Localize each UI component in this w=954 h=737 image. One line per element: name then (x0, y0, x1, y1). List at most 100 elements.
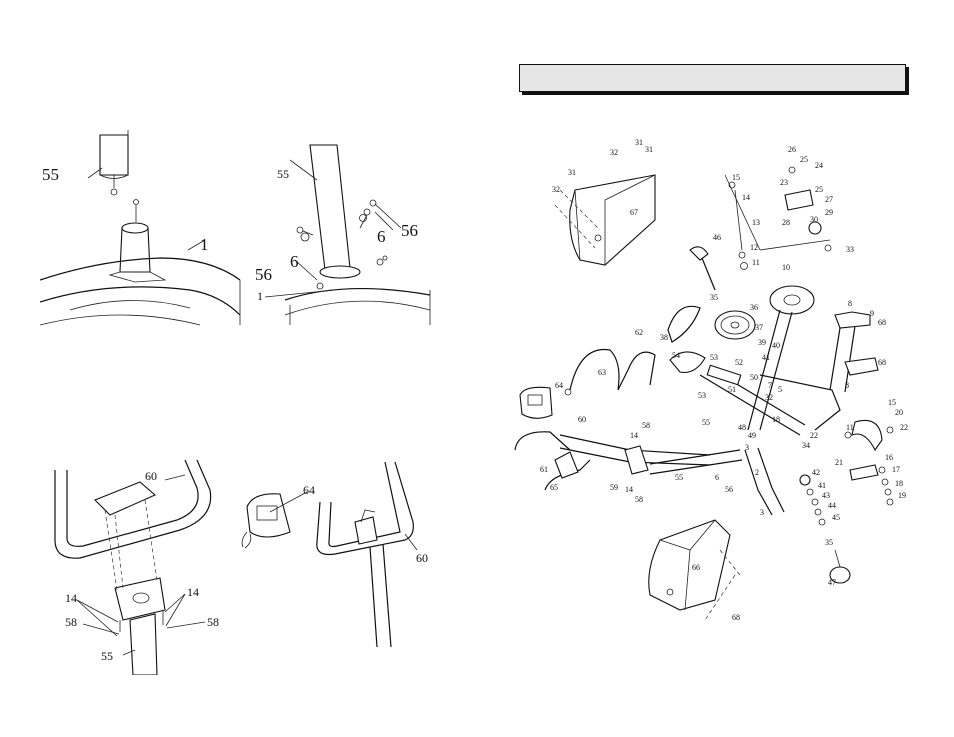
post-insert-drawing: 55 1 (40, 130, 245, 330)
seat-post (310, 145, 350, 270)
part-label: 33 (846, 245, 854, 254)
part-label: 44 (828, 501, 836, 510)
part-label: 14 (742, 193, 750, 202)
part-label: 30 (810, 215, 818, 224)
frame-sleeve (120, 228, 150, 272)
exploded-view-drawing: 31 31 32 31 32 67 26 25 24 23 25 27 28 2… (510, 130, 910, 630)
step2-left-figure: 60 14 58 14 58 55 (45, 460, 245, 675)
handlebar-mount-drawing: 60 14 58 14 58 55 (45, 460, 245, 675)
label-washer-right: 6 (377, 227, 386, 246)
part-label: 48 (738, 423, 746, 432)
part-label: 34 (802, 441, 810, 450)
part-label: 55 (675, 473, 683, 482)
part-label: 58 (635, 495, 643, 504)
part-label: 39 (758, 338, 766, 347)
seat-post-upper (100, 135, 128, 175)
part-label: 3 (760, 508, 764, 517)
part-label: 54 (672, 351, 680, 360)
seat-post (130, 614, 157, 675)
part-label: 22 (810, 431, 818, 440)
part-label: 16 (885, 453, 893, 462)
part-label: 51 (728, 385, 736, 394)
part-label: 45 (832, 513, 840, 522)
part-label: 42 (812, 468, 820, 477)
part-label: 53 (698, 391, 706, 400)
part-label: 43 (822, 491, 830, 500)
rear-stabilizer (852, 420, 882, 450)
part-label: 6 (715, 473, 719, 482)
label-washer-left: 6 (290, 252, 299, 271)
part-label: 27 (825, 195, 833, 204)
console (520, 387, 552, 418)
part-label: 25 (800, 155, 808, 164)
console-unit (247, 494, 290, 537)
part-label: 18 (895, 479, 903, 488)
part-label: 18 (772, 415, 780, 424)
part-label: 67 (630, 208, 638, 217)
part-label: 61 (540, 465, 548, 474)
part-label: 14 (625, 485, 633, 494)
part-label: 32 (552, 185, 560, 194)
part-label: 37 (755, 323, 763, 332)
part-label: 55 (702, 418, 710, 427)
mount-plate (95, 482, 155, 515)
part-label: 32 (610, 148, 618, 157)
label-post: 55 (277, 167, 289, 181)
label-nut-left: 58 (65, 615, 77, 629)
label-bolt-right: 14 (187, 585, 199, 599)
part-label: 64 (555, 381, 563, 390)
part-label: 62 (635, 328, 643, 337)
part-label: 60 (578, 415, 586, 424)
part-label: 19 (898, 491, 906, 500)
label-console: 64 (303, 483, 315, 497)
exploded-view-figure: 31 31 32 31 32 67 26 25 24 23 25 27 28 2… (510, 130, 910, 630)
handlebar-front (55, 460, 211, 558)
part-label: 35 (710, 293, 718, 302)
part-label: 65 (550, 483, 558, 492)
part-label: 59 (610, 483, 618, 492)
part-label: 29 (825, 208, 833, 217)
part-label: 7 (768, 381, 772, 390)
part-label: 5 (778, 385, 782, 394)
label-bolt-left: 14 (65, 591, 77, 605)
part-label: 15 (888, 398, 896, 407)
part-label: 25 (815, 185, 823, 194)
part-label: 68 (878, 318, 886, 327)
flywheel (770, 286, 814, 314)
part-label: 63 (598, 368, 606, 377)
part-label: 14 (630, 431, 638, 440)
section-title-bar (519, 64, 906, 92)
part-label: 9 (870, 309, 874, 318)
part-label: 23 (780, 178, 788, 187)
step2-right-figure: 64 60 (235, 462, 435, 647)
part-label: 66 (692, 563, 700, 572)
part-label: 2 (755, 468, 759, 477)
label-bolt-right: 56 (401, 221, 418, 240)
label-frame: 1 (200, 235, 209, 254)
shroud-lower (649, 520, 730, 610)
label-handlebar: 60 (416, 551, 428, 565)
part-label: 47 (828, 578, 836, 587)
part-label: 46 (713, 233, 721, 242)
shroud-upper (570, 175, 655, 265)
part-label: 20 (895, 408, 903, 417)
part-label: 31 (635, 138, 643, 147)
part-label: 8 (848, 299, 852, 308)
post-bolted-drawing: 55 6 56 6 56 1 (255, 140, 435, 330)
console-mount-drawing: 64 60 (235, 462, 435, 647)
label-handlebar: 60 (145, 469, 157, 483)
part-label: 41 (762, 353, 770, 362)
part-label: 31 (645, 145, 653, 154)
part-label: 52 (735, 358, 743, 367)
part-label: 58 (642, 421, 650, 430)
label-post: 55 (42, 165, 59, 184)
label-frame: 1 (257, 289, 263, 303)
part-label: 40 (772, 341, 780, 350)
part-label: 41 (818, 481, 826, 490)
label-nut-right: 58 (207, 615, 219, 629)
label-post: 55 (101, 649, 113, 663)
front-handlebar (515, 432, 590, 490)
drive-belt (668, 306, 700, 342)
part-label: 13 (752, 218, 760, 227)
part-label: 68 (732, 613, 740, 622)
